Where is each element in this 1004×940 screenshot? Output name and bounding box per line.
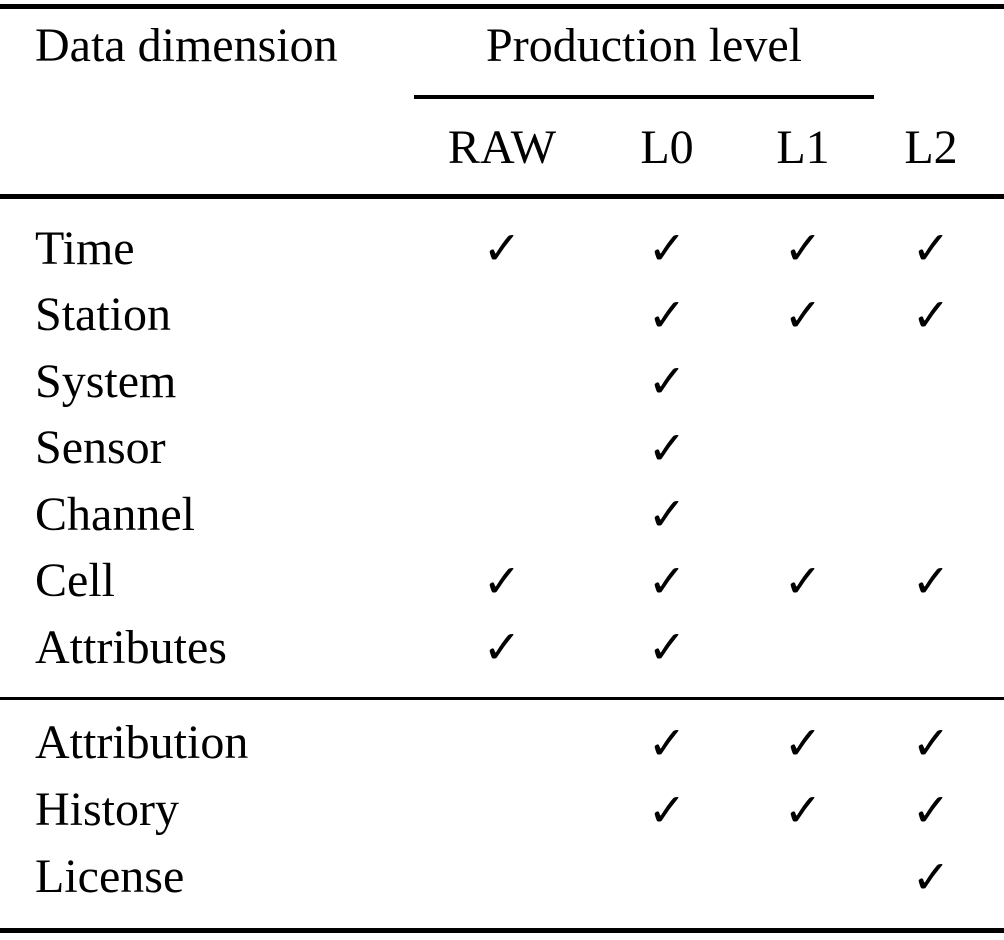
column-header-l2: L2	[904, 120, 958, 174]
row-label: Cell	[35, 554, 115, 608]
table-top-rule	[0, 4, 1004, 9]
row-label: License	[35, 850, 185, 903]
table-section-metadata: Attribution ✓ ✓ ✓ History ✓ ✓ ✓ License ✓	[0, 700, 1004, 910]
checkmark-icon: ✓	[783, 553, 823, 608]
table-row: Channel ✓	[0, 481, 1004, 548]
column-header-raw: RAW	[447, 120, 557, 174]
checkmark-icon: ✓	[911, 553, 951, 608]
section-divider-rule	[0, 697, 1004, 700]
checkmark-icon: ✓	[783, 715, 823, 770]
checkmark-icon: ✓	[647, 354, 687, 409]
row-label: Sensor	[35, 421, 166, 475]
table-row: Attributes ✓ ✓	[0, 614, 1004, 681]
checkmark-icon: ✓	[647, 287, 687, 342]
checkmark-icon: ✓	[911, 849, 951, 904]
checkmark-icon: ✓	[783, 782, 823, 837]
table-row: Time ✓ ✓ ✓ ✓	[0, 215, 1004, 282]
column-header-l1: L1	[776, 120, 830, 174]
row-label: History	[35, 783, 179, 836]
header-bottom-rule	[0, 194, 1004, 199]
checkmark-icon: ✓	[783, 221, 823, 276]
checkmark-icon: ✓	[911, 782, 951, 837]
checkmark-icon: ✓	[911, 715, 951, 770]
table-section-dimensions: Time ✓ ✓ ✓ ✓ Station ✓ ✓ ✓ System ✓ Sensor ✓ Channel ✓…	[0, 199, 1004, 681]
row-label: Station	[35, 288, 172, 342]
table-row: Attribution ✓ ✓ ✓	[0, 709, 1004, 776]
table-row: System ✓	[0, 348, 1004, 415]
table-row: Station ✓ ✓ ✓	[0, 282, 1004, 349]
table-row: License ✓	[0, 843, 1004, 910]
row-label: Attribution	[35, 716, 249, 769]
checkmark-icon: ✓	[783, 287, 823, 342]
checkmark-icon: ✓	[647, 420, 687, 475]
checkmark-icon: ✓	[482, 221, 522, 276]
checkmark-icon: ✓	[911, 221, 951, 276]
checkmark-icon: ✓	[647, 782, 687, 837]
checkmark-icon: ✓	[911, 287, 951, 342]
column-header-l0: L0	[640, 120, 694, 174]
table-bottom-rule	[0, 928, 1004, 933]
row-label: Channel	[35, 487, 195, 541]
checkmark-icon: ✓	[482, 553, 522, 608]
checkmark-icon: ✓	[647, 221, 687, 276]
table-row: Sensor ✓	[0, 415, 1004, 482]
checkmark-icon: ✓	[482, 620, 522, 675]
production-level-underline-rule	[414, 95, 874, 99]
row-label: Time	[35, 221, 135, 275]
subheader-row: RAW L0 L1 L2	[0, 108, 1004, 186]
row-label: System	[35, 354, 177, 408]
checkmark-icon: ✓	[647, 620, 687, 675]
column-header-data-dimension: Data dimension	[35, 19, 338, 72]
table-row: History ✓ ✓ ✓	[0, 776, 1004, 843]
row-label: Attributes	[35, 620, 227, 674]
checkmark-icon: ✓	[647, 553, 687, 608]
checkmark-icon: ✓	[647, 715, 687, 770]
column-group-header-production-level: Production level	[486, 19, 802, 72]
table-row: Cell ✓ ✓ ✓ ✓	[0, 548, 1004, 615]
checkmark-icon: ✓	[647, 487, 687, 542]
